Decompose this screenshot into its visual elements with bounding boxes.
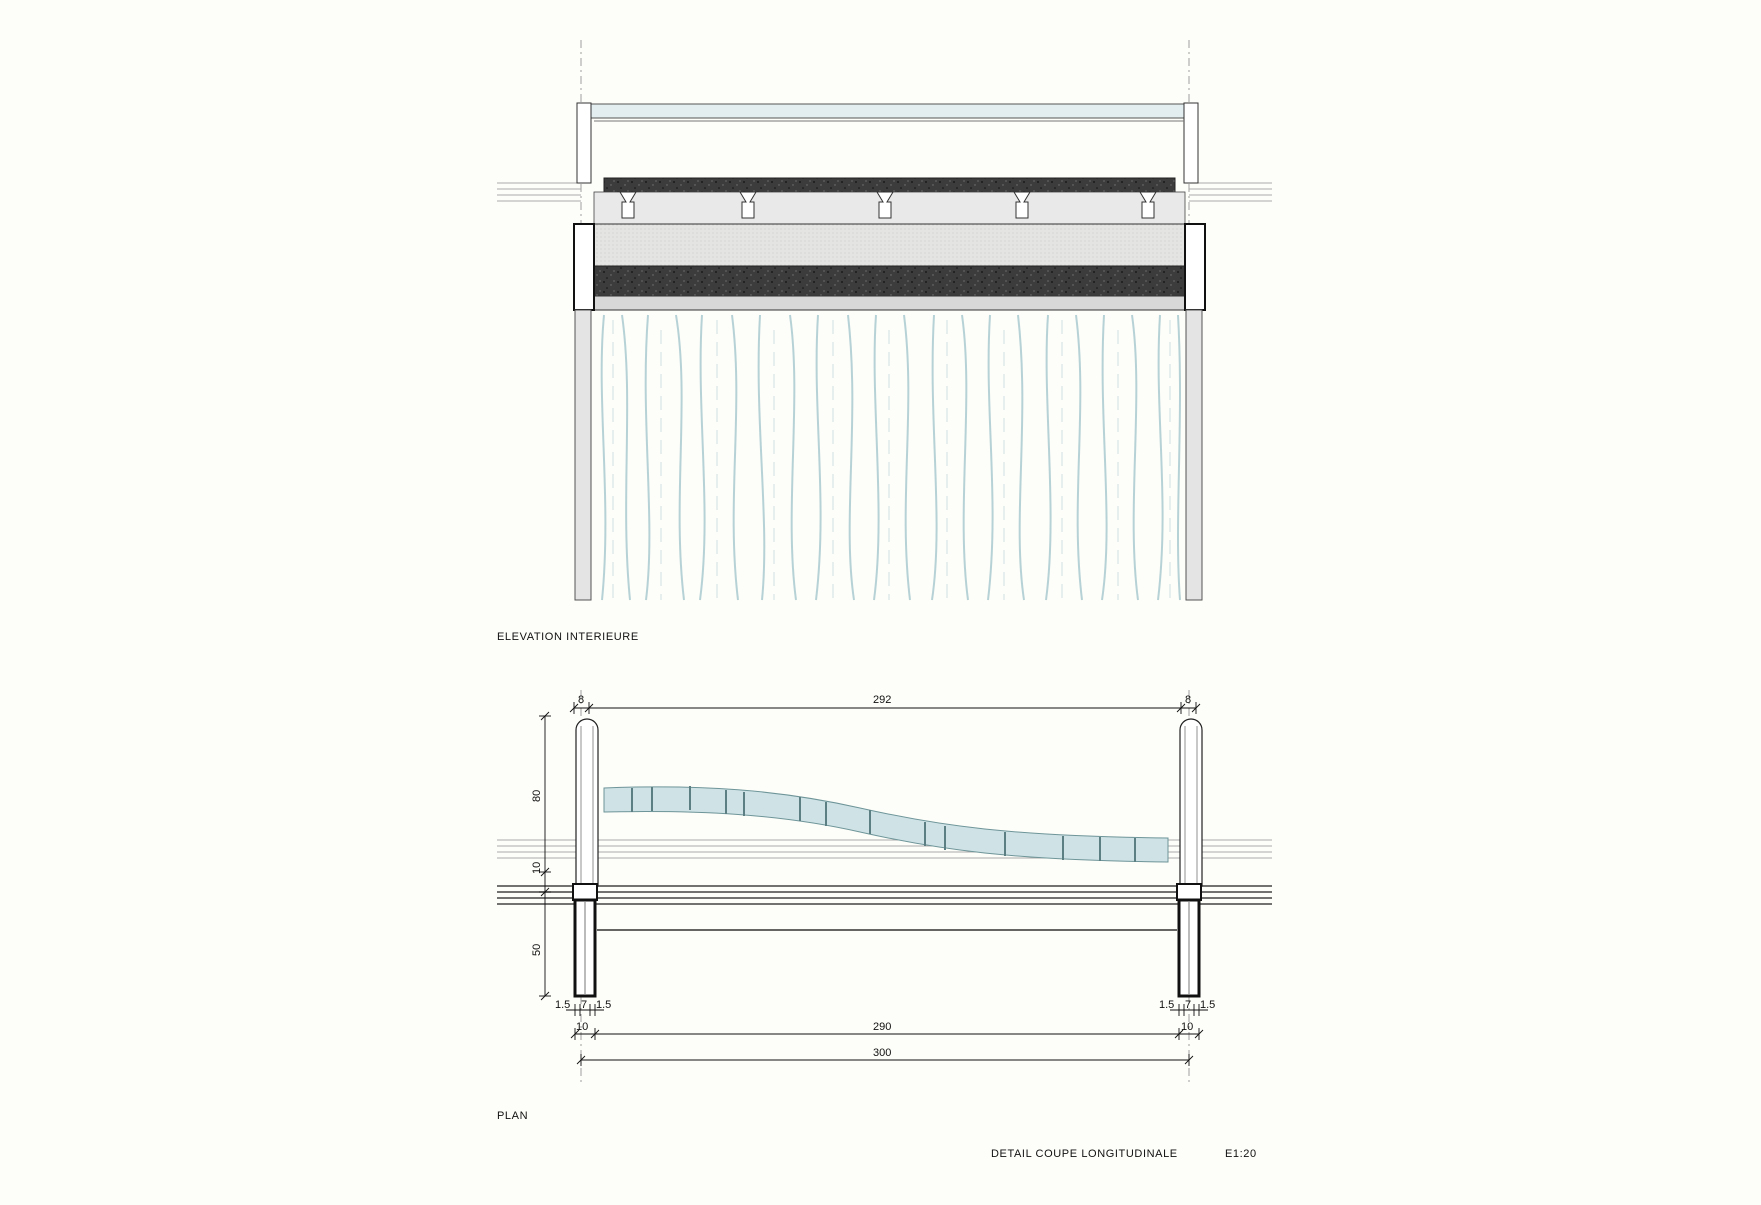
dim-left-mid: 10 [531, 862, 543, 874]
right-mullion [1185, 309, 1203, 601]
dim-bottom-span: 290 [873, 1021, 891, 1033]
elevation-label: ELEVATION INTERIEURE [497, 631, 639, 643]
dim-bottom-left: 10 [576, 1021, 588, 1033]
plan-left-post [575, 718, 599, 887]
dim-frame-right-b: 7 [1185, 999, 1191, 1011]
concrete-slab [593, 265, 1186, 297]
plan-floor-edge [497, 885, 1272, 905]
plan-view [497, 690, 1272, 1085]
elevation-view [497, 40, 1272, 601]
paving-slab [603, 177, 1176, 193]
plan-right-column [1176, 883, 1202, 998]
dim-top-span: 292 [873, 694, 891, 706]
dim-frame-right-c: 1.5 [1200, 999, 1215, 1011]
curved-glass-panel [603, 786, 1169, 863]
dim-frame-left-a: 1.5 [555, 999, 570, 1011]
floor-bands [497, 182, 1272, 202]
dim-top-right: 8 [1185, 694, 1191, 706]
dim-frame-left-b: 7 [581, 999, 587, 1011]
dim-left-lower: 50 [531, 944, 543, 956]
drawing-scale: E1:20 [1225, 1148, 1257, 1160]
left-column [573, 223, 595, 311]
dim-frame-right-a: 1.5 [1159, 999, 1174, 1011]
left-mullion [574, 309, 592, 601]
glass-curtain [600, 314, 1181, 601]
plan-label: PLAN [497, 1110, 529, 1122]
dim-frame-left-c: 1.5 [596, 999, 611, 1011]
drawing-title: DETAIL COUPE LONGITUDINALE [991, 1148, 1178, 1160]
right-column [1184, 223, 1206, 311]
top-rail [588, 103, 1190, 119]
glass-curtain-joints [612, 320, 1171, 600]
dim-bottom-right: 10 [1181, 1021, 1193, 1033]
top-rail-left-post [576, 102, 592, 184]
dim-top-left: 8 [578, 694, 584, 706]
curved-glass-joints [631, 786, 1136, 862]
ceiling-layer [593, 295, 1186, 311]
dim-overall: 300 [873, 1047, 891, 1059]
pedestals [619, 191, 1157, 219]
dim-left-upper: 80 [531, 790, 543, 802]
plan-right-post [1179, 718, 1203, 887]
dimension-lines [539, 702, 1208, 1066]
plan-left-column [572, 883, 598, 998]
waterproofing-layer [593, 223, 1186, 267]
top-rail-right-post [1183, 102, 1199, 184]
dimension-texts: 8 292 8 80 10 50 1.5 7 1.5 1.5 7 1.5 10 … [531, 694, 1215, 1059]
